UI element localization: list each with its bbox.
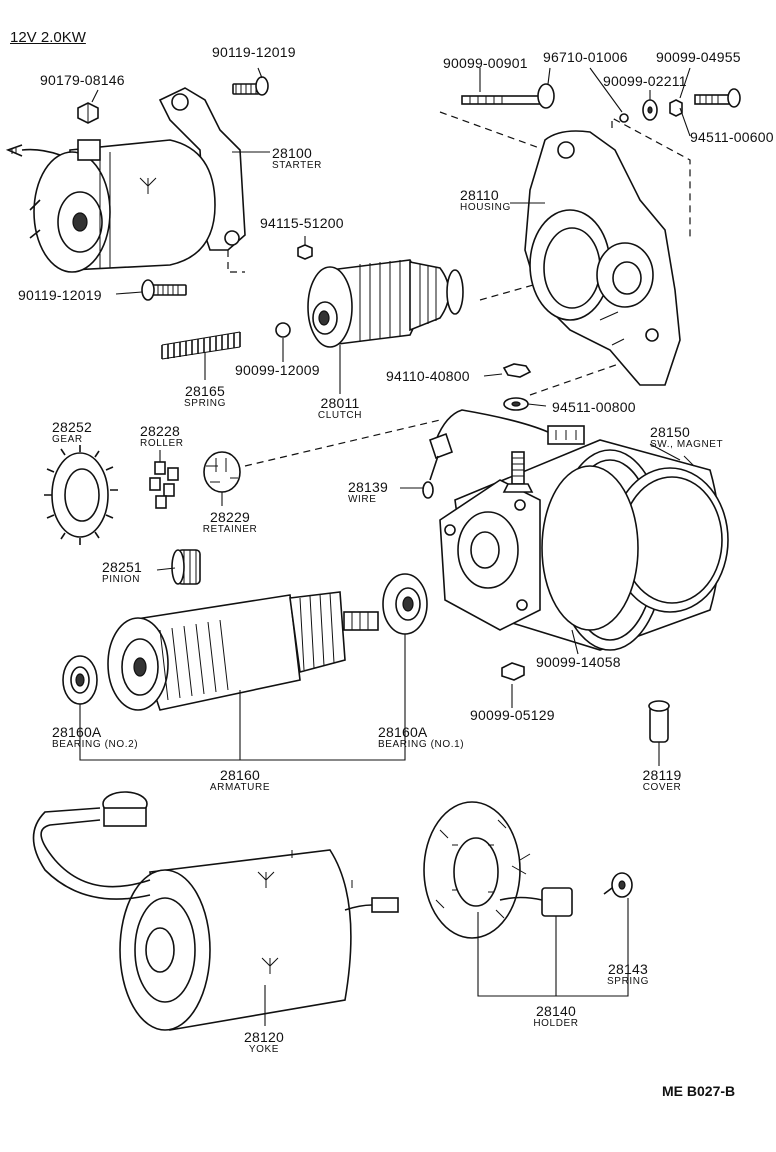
part-name: PINION xyxy=(102,574,141,585)
part-name: ARMATURE xyxy=(209,782,271,793)
part-label-brush-spring[interactable]: 28143 SPRING xyxy=(607,962,649,987)
part-name: HOLDER xyxy=(533,1018,579,1029)
part-number-label[interactable]: 90119-12019 xyxy=(212,44,296,60)
part-number-label[interactable]: 90099-04955 xyxy=(656,49,741,65)
part-number-label[interactable]: 94115-51200 xyxy=(260,215,344,231)
part-number: 28150 xyxy=(650,424,690,440)
part-number-label[interactable]: 90179-08146 xyxy=(40,72,125,88)
housing-drawing xyxy=(524,130,681,386)
part-number-label[interactable]: 90099-12009 xyxy=(235,362,320,378)
part-name: STARTER xyxy=(272,160,322,171)
part-label-yoke[interactable]: 28120 YOKE xyxy=(244,1030,284,1055)
part-label-armature[interactable]: 28160 ARMATURE xyxy=(210,768,270,793)
housing-hardware-drawing xyxy=(461,83,741,123)
part-number: 28251 xyxy=(102,559,142,575)
part-number: 28160A xyxy=(378,724,428,740)
nut-drawing xyxy=(501,662,525,681)
part-name: WIRE xyxy=(348,494,377,505)
part-number-label[interactable]: 90099-00901 xyxy=(443,55,528,71)
bearing-no1-drawing xyxy=(382,573,428,635)
part-number: 28119 xyxy=(642,767,682,783)
yoke-drawing xyxy=(32,791,399,1031)
part-label-cover[interactable]: 28119 COVER xyxy=(643,768,682,793)
starter-assembly-drawing xyxy=(5,76,269,273)
part-name: SPRING xyxy=(184,398,226,409)
part-number: 28110 xyxy=(460,187,499,203)
part-number: 28229 xyxy=(210,509,250,525)
part-number-label[interactable]: 94511-00600 xyxy=(690,129,774,145)
part-label-housing[interactable]: 28110 HOUSING xyxy=(460,188,511,213)
part-number-label[interactable]: 90099-14058 xyxy=(536,654,621,670)
part-label-wire[interactable]: 28139 WIRE xyxy=(348,480,388,505)
part-number: 28011 xyxy=(320,395,360,411)
part-label-retainer[interactable]: 28229 RETAINER xyxy=(203,510,258,535)
part-label-magnet-switch[interactable]: 28150 SW., MAGNET xyxy=(650,425,723,450)
part-number: 28252 xyxy=(52,419,92,435)
roller-drawing xyxy=(149,461,179,509)
leader-lines xyxy=(79,67,691,1026)
part-name: CLUTCH xyxy=(317,410,363,421)
part-number-label[interactable]: 94511-00800 xyxy=(552,399,636,415)
part-name: GEAR xyxy=(52,434,83,445)
part-label-holder[interactable]: 28140 HOLDER xyxy=(533,1004,578,1029)
part-number: 28160A xyxy=(52,724,102,740)
voltage-spec-header: 12V 2.0KW xyxy=(10,29,86,46)
part-name: ROLLER xyxy=(140,438,184,449)
part-number-label[interactable]: 90119-12019 xyxy=(18,287,102,303)
part-name: BEARING (NO.1) xyxy=(378,739,465,750)
part-number-label[interactable]: 94110-40800 xyxy=(386,368,470,384)
drawing-reference-code: ME B027-B xyxy=(662,1083,736,1099)
part-number: 28120 xyxy=(244,1029,284,1045)
part-name: SW., MAGNET xyxy=(650,439,724,450)
part-name: RETAINER xyxy=(202,524,258,535)
part-label-roller[interactable]: 28228 ROLLER xyxy=(140,424,184,449)
nut-drawing xyxy=(502,363,532,378)
part-number-label[interactable]: 90099-02211 xyxy=(603,73,687,89)
part-number: 28140 xyxy=(536,1003,576,1019)
o-ring-drawing xyxy=(541,465,639,631)
part-number: 28165 xyxy=(185,383,225,399)
ball-drawing xyxy=(275,322,291,338)
part-name: COVER xyxy=(642,782,682,793)
gear-drawing xyxy=(44,445,118,545)
nut-drawing xyxy=(297,244,313,260)
part-label-starter[interactable]: 28100 STARTER xyxy=(272,146,322,171)
part-label-clutch[interactable]: 28011 CLUTCH xyxy=(318,396,362,421)
part-number: 28160 xyxy=(220,767,260,783)
part-number: 28143 xyxy=(608,961,648,977)
armature-drawing xyxy=(107,591,379,711)
part-label-bearing-no2[interactable]: 28160A BEARING (NO.2) xyxy=(52,725,138,750)
part-name: BEARING (NO.2) xyxy=(52,739,139,750)
brush-spring-drawing xyxy=(603,872,633,898)
bearing-no2-drawing xyxy=(62,655,98,705)
bolt-drawing xyxy=(141,279,187,301)
part-name: SPRING xyxy=(607,976,649,987)
part-number: 28228 xyxy=(140,423,180,439)
part-name: YOKE xyxy=(248,1044,280,1055)
part-label-gear[interactable]: 28252 GEAR xyxy=(52,420,92,445)
pinion-drawing xyxy=(171,549,201,585)
clutch-drawing xyxy=(307,259,464,348)
part-label-spring[interactable]: 28165 SPRING xyxy=(184,384,226,409)
retainer-drawing xyxy=(203,451,241,493)
part-label-pinion[interactable]: 28251 PINION xyxy=(102,560,142,585)
part-name: HOUSING xyxy=(460,202,511,213)
holder-drawing xyxy=(423,801,573,939)
part-label-bearing-no1[interactable]: 28160A BEARING (NO.1) xyxy=(378,725,464,750)
part-number: 28139 xyxy=(348,479,388,495)
part-number-label[interactable]: 96710-01006 xyxy=(543,49,628,65)
spring-drawing xyxy=(161,331,241,360)
cover-drawing xyxy=(648,700,670,743)
part-number: 28100 xyxy=(272,145,312,161)
part-number-label[interactable]: 90099-05129 xyxy=(470,707,555,723)
